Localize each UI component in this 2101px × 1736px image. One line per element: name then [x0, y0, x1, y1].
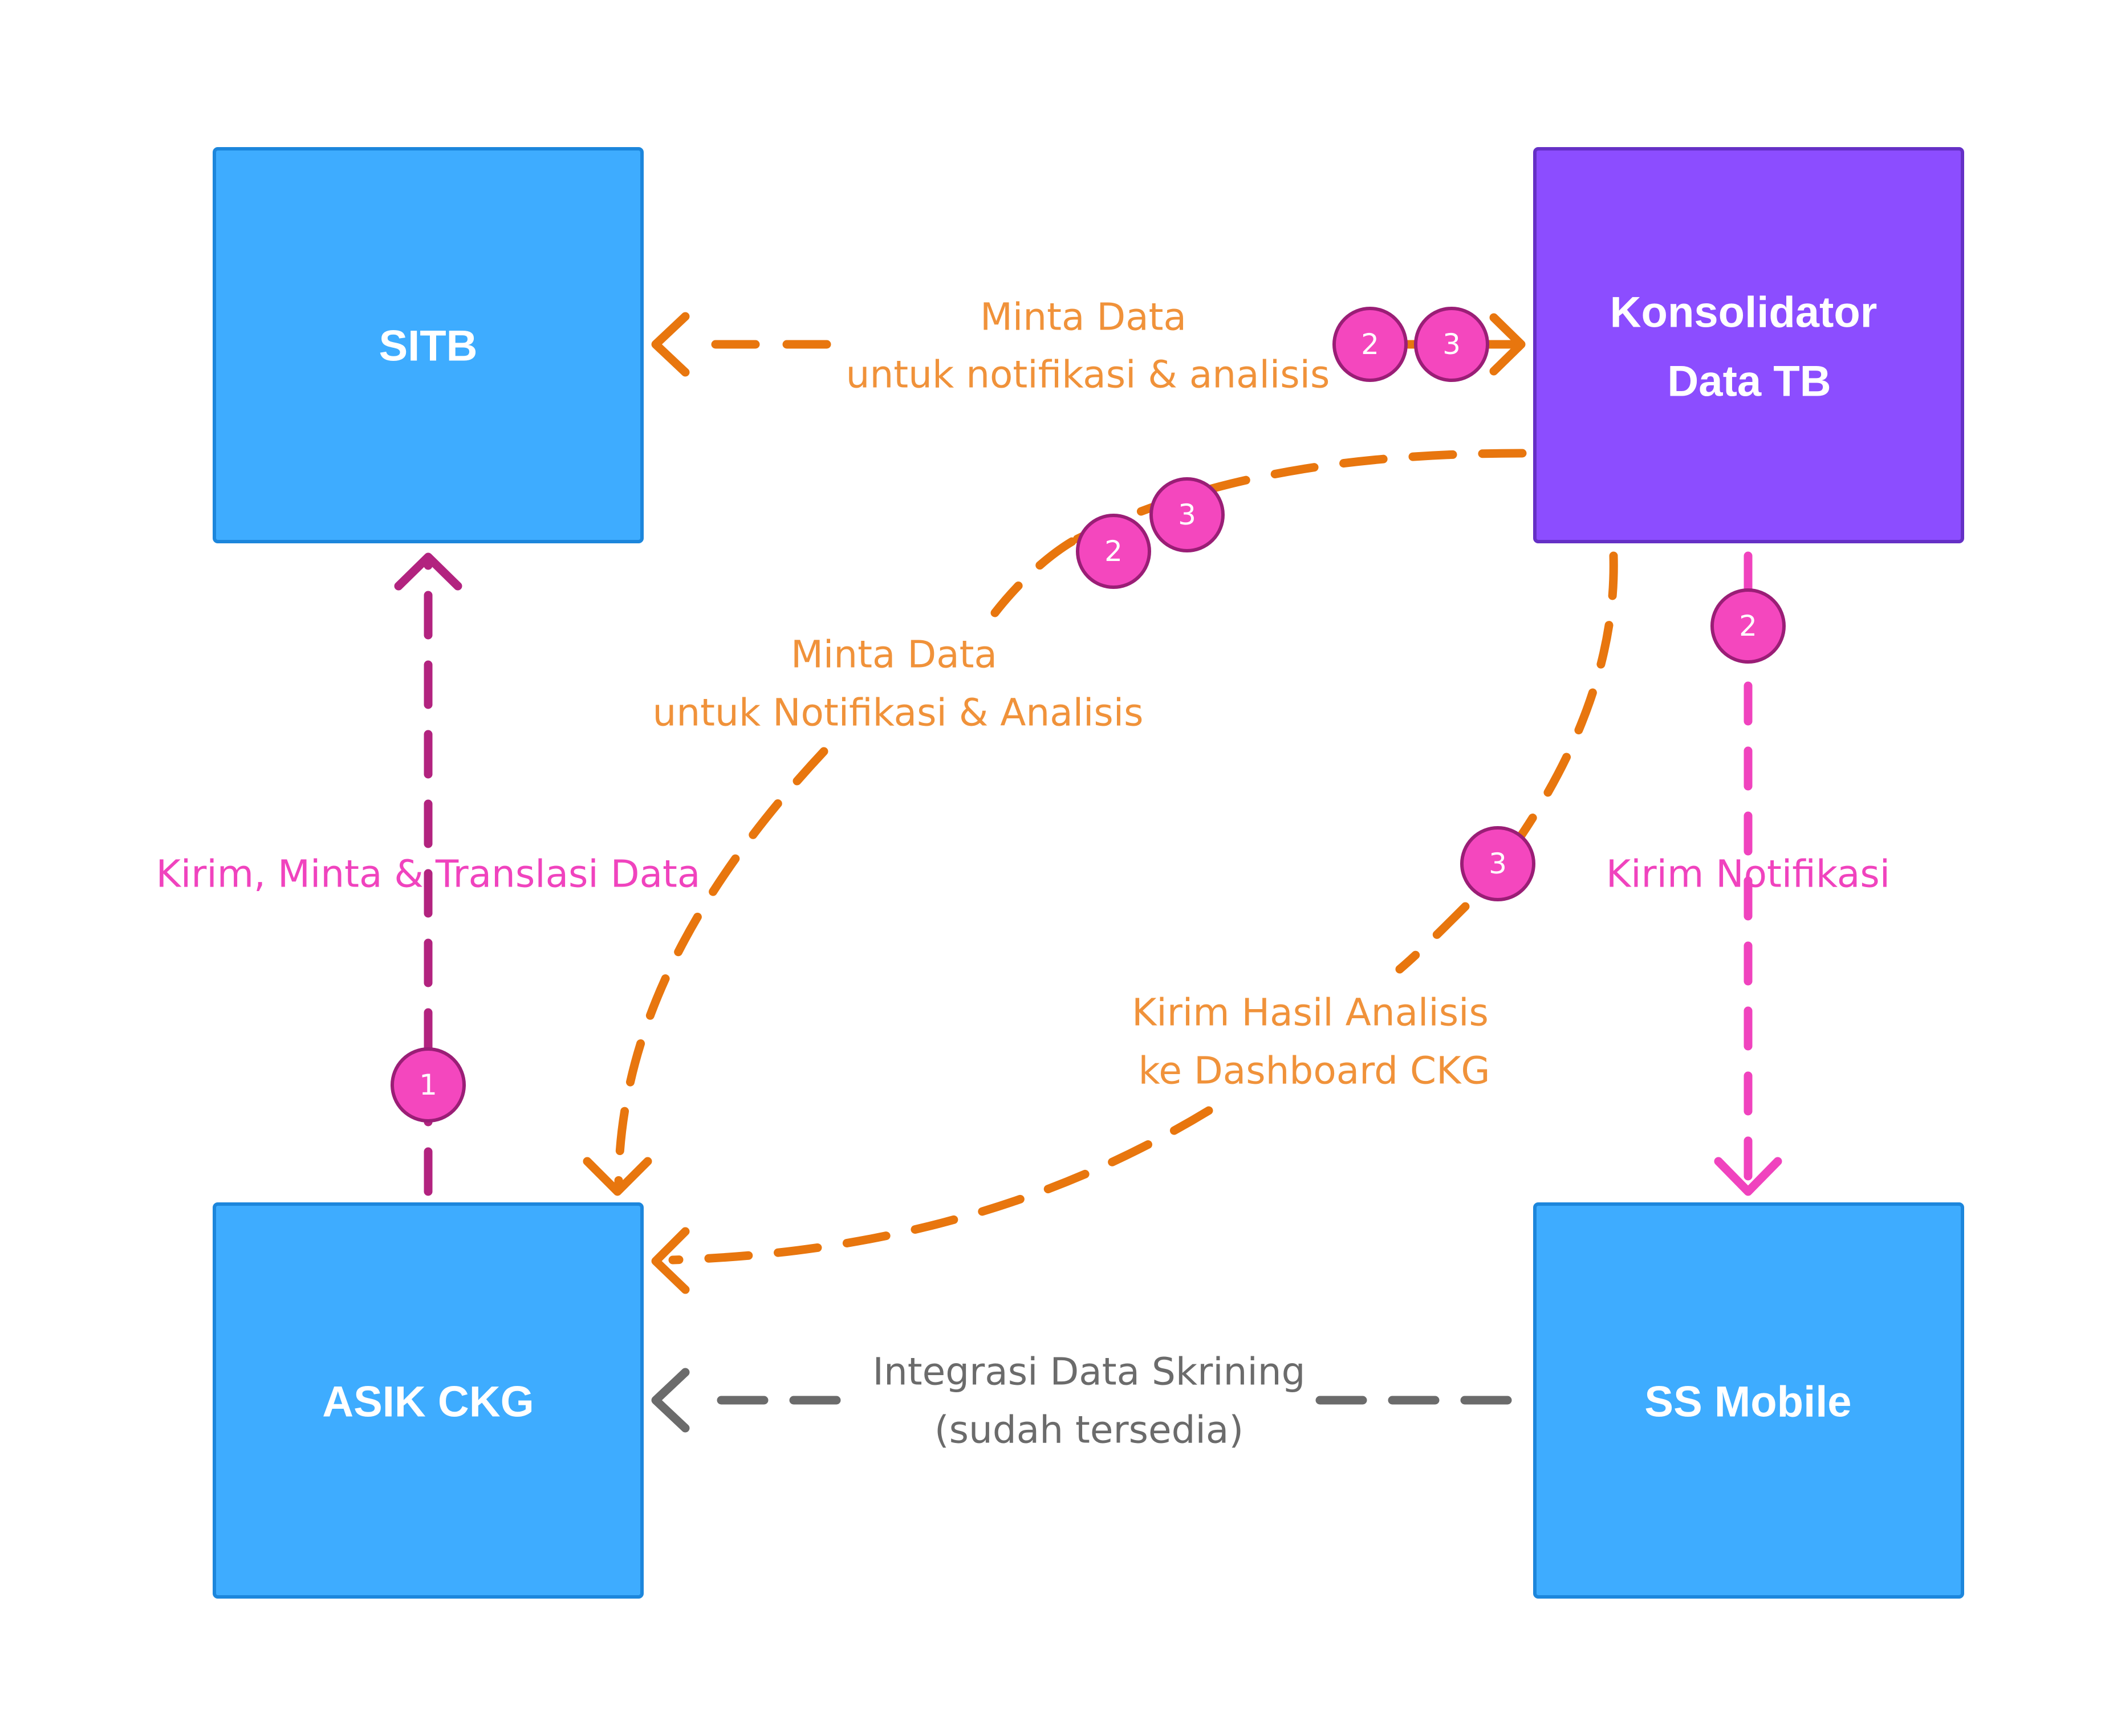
node-konsolidator-label-line1: Konsolidator	[1610, 288, 1878, 337]
step-badge-number: 2	[1739, 609, 1757, 643]
node-asik-ckg[interactable]: ASIK CKG	[213, 1202, 644, 1599]
node-ssmobile-label: SS Mobile	[1644, 1378, 1851, 1426]
edge-request-upper-curve	[1067, 449, 1527, 546]
step-badge: 3	[1460, 826, 1535, 901]
node-asik-label: ASIK CKG	[322, 1378, 534, 1426]
step-badge-number: 2	[1361, 328, 1379, 361]
edge-label-ssmobile: Kirim Notifikasi	[1606, 852, 1890, 896]
edge-konsolidator-to-ssmobile	[1714, 551, 1782, 1196]
step-badge-number: 2	[1104, 535, 1123, 568]
step-badge: 2	[1332, 307, 1408, 382]
arrowhead-left-icon	[651, 1227, 690, 1294]
step-badge: 2	[1076, 514, 1151, 589]
arrowhead-down-icon	[1714, 1157, 1782, 1196]
step-badge-number: 1	[419, 1068, 437, 1101]
edge-label-sitb-line2: untuk notifikasi & analisis	[846, 353, 1330, 397]
edge-label-request-line2: untuk Notifikasi & Analisis	[653, 691, 1144, 735]
node-sitb[interactable]: SITB	[213, 147, 644, 543]
step-badge-circle	[1332, 307, 1408, 382]
arrowhead-up-icon	[394, 552, 462, 591]
step-badge-number: 3	[1442, 328, 1461, 361]
step-badge-circle	[391, 1047, 466, 1123]
edge-label-result-line1: Kirim Hasil Analisis	[1132, 991, 1489, 1035]
edge-label-gray-line1: Integrasi Data Skrining	[873, 1350, 1306, 1394]
node-ss-mobile[interactable]: SS Mobile	[1533, 1202, 1964, 1599]
step-badge-circle	[1149, 477, 1225, 552]
step-badge-circle	[1710, 588, 1786, 664]
edge-label-gray-line2: (sudah tersedia)	[934, 1408, 1243, 1452]
edge-result-lower-curve	[668, 1106, 1213, 1265]
edge-ssmobile-to-asik	[651, 1368, 1527, 1433]
step-badge: 1	[391, 1047, 466, 1123]
arrowhead-left-icon	[651, 1368, 690, 1433]
step-badge-circle	[1076, 514, 1151, 589]
node-ssmobile-box	[1533, 1202, 1964, 1599]
step-badge-number: 3	[1489, 847, 1507, 880]
edge-label-request-line1: Minta Data	[791, 633, 997, 677]
node-konsolidator-box	[1533, 147, 1964, 543]
node-asik-box	[213, 1202, 644, 1599]
arrowhead-left-icon	[651, 312, 690, 377]
node-konsolidator-label-line2: Data TB	[1667, 357, 1831, 406]
edge-konsolidator-to-asik-request	[583, 449, 1527, 1196]
step-badge-number: 3	[1178, 498, 1196, 531]
step-badge: 3	[1149, 477, 1225, 552]
arrowhead-right-icon	[1489, 313, 1526, 376]
edge-request-middle-curve	[990, 537, 1076, 617]
edge-result-upper-curve	[1515, 551, 1618, 843]
edge-result-middle-curve	[1395, 902, 1470, 974]
edge-label-result-line2: ke Dashboard CKG	[1138, 1049, 1490, 1093]
step-badge: 3	[1414, 307, 1489, 382]
node-konsolidator-data-tb[interactable]: Konsolidator Data TB	[1533, 147, 1964, 543]
node-sitb-label: SITB	[379, 322, 477, 371]
edge-konsolidator-to-asik-result	[651, 551, 1618, 1294]
step-badge-circle	[1414, 307, 1489, 382]
edge-label-asik-sitb: Kirim, Minta & Translasi Data	[156, 852, 701, 896]
node-sitb-box	[213, 147, 644, 543]
arrowhead-down-icon	[583, 1157, 652, 1196]
step-badge-circle	[1460, 826, 1535, 901]
edge-label-sitb-line1: Minta Data	[980, 295, 1186, 339]
edge-request-lower-curve	[614, 747, 828, 1190]
step-badge: 2	[1710, 588, 1786, 664]
